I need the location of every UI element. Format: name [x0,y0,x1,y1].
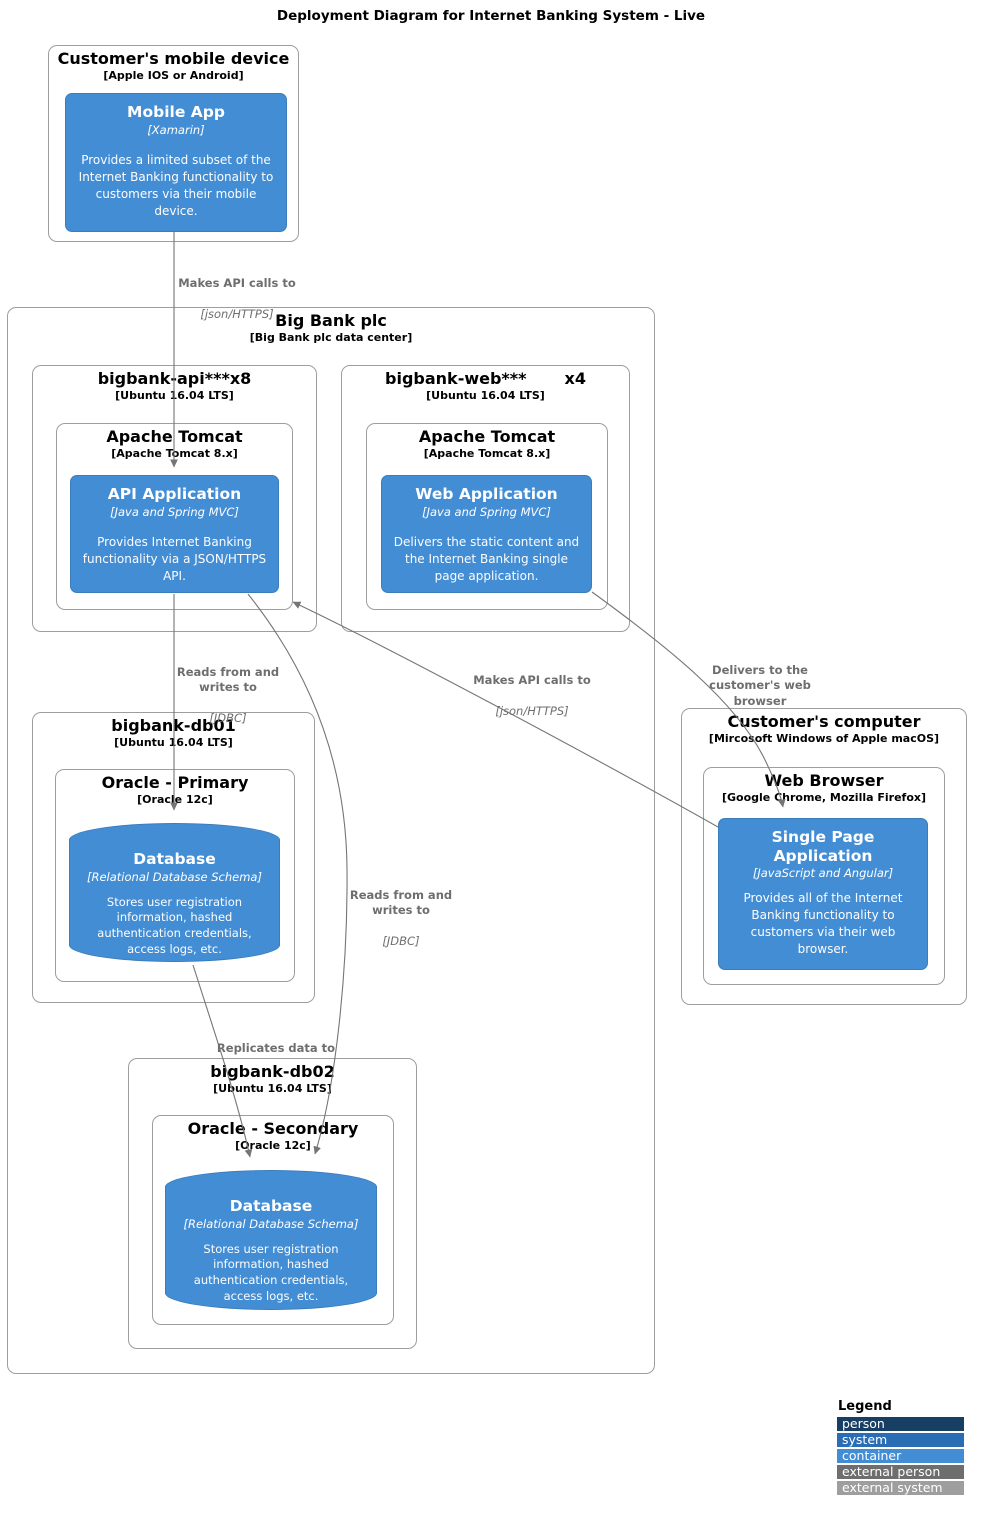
container-description: Provides all of the Internet Banking fun… [743,891,903,957]
node-type: [Ubuntu 16.04 LTS] [213,1082,332,1096]
container-description: Provides Internet Banking functionality … [82,534,267,583]
edge-label-technology: [JDBC] [382,933,420,948]
container-description: Delivers the static content and the Inte… [393,534,580,583]
node-type: [Apache Tomcat 8.x] [111,447,238,461]
node-type: [Apple IOS or Android] [103,69,244,83]
container-technology: [Java and Spring MVC] [110,504,239,519]
node-title: bigbank-web*** [385,369,527,388]
legend-item-external-system: external system [837,1481,964,1495]
container-single-page-application: Single Page Application [JavaScript and … [718,818,928,970]
database-description: Stores user registration information, ha… [97,894,252,957]
edge-label-text: Reads from and writes to [349,888,453,918]
container-technology: [Xamarin] [147,122,205,137]
container-title: Web Application [415,485,558,503]
node-type: [Ubuntu 16.04 LTS] [426,389,545,403]
legend: Legend person system container external … [837,1399,964,1497]
edge-label-text: Reads from and writes to [176,665,280,695]
edge-label-db01-to-db02: Replicates data to [201,1026,351,1072]
node-title: Apache Tomcat [106,427,243,446]
container-title: Single Page Application [771,828,875,865]
node-title: Customer's mobile device [57,49,290,68]
legend-item-container: container [837,1449,964,1463]
edge-label-spa-to-api: Makes API calls to [json/HTTPS] [457,658,607,734]
node-type: [Apache Tomcat 8.x] [423,447,551,461]
node-apache-tomcat-web: Apache Tomcat [Apache Tomcat 8.x] [366,423,608,610]
container-web-application: Web Application [Java and Spring MVC] De… [381,475,592,593]
legend-item-external-person: external person [837,1465,964,1479]
legend-title: Legend [838,1399,892,1414]
container-technology: [JavaScript and Angular] [752,866,894,881]
edge-label-technology: [json/HTTPS] [495,703,569,718]
database-technology: [Relational Database Schema] [87,869,262,884]
node-title: bigbank-api*** [97,369,230,388]
container-title: API Application [107,485,242,503]
edge-label-text: Replicates data to [216,1041,336,1056]
node-title: Oracle - Secondary [187,1119,359,1138]
container-api-application: API Application [Java and Spring MVC] Pr… [70,475,279,593]
node-big-bank-plc: Big Bank plc [Big Bank plc data center] [7,307,655,1374]
diagram-title: Deployment Diagram for Internet Banking … [276,8,706,24]
node-type: [Ubuntu 16.04 LTS] [115,389,234,403]
node-title: Big Bank plc [275,311,387,330]
container-title: Mobile App [127,103,225,121]
edge-label-api-to-db01: Reads from and writes to [JDBC] [168,650,288,741]
node-title: Apache Tomcat [418,427,556,446]
database-cylinder-secondary: Database [Relational Database Schema] St… [165,1170,377,1310]
container-technology: [Java and Spring MVC] [422,504,551,519]
node-type: [Oracle 12c] [235,1139,311,1153]
edge-label-mobile-to-api: Makes API calls to [json/HTTPS] [162,261,312,337]
node-type: [Oracle 12c] [137,793,213,807]
edge-label-text: Makes API calls to [178,276,296,291]
node-type: [Big Bank plc data center] [249,331,413,345]
edge-label-api-to-db02: Reads from and writes to [JDBC] [341,873,461,964]
edge-label-web-to-spa: Delivers to the customer's web browser [700,648,820,724]
node-instance-count: x8 [229,369,252,388]
edge-label-technology: [json/HTTPS] [200,306,274,321]
database-title: Database [229,1197,313,1215]
node-type: [Mircosoft Windows of Apple macOS] [708,732,940,746]
node-title: Oracle - Primary [101,773,249,792]
database-title: Database [133,850,216,868]
node-instance-count: x4 [564,369,586,388]
legend-item-person: person [837,1417,964,1431]
container-mobile-app: Mobile App [Xamarin] Provides a limited … [65,93,287,232]
database-description: Stores user registration information, ha… [193,1241,349,1304]
edge-label-technology: [JDBC] [209,710,247,725]
database-cylinder-primary: Database [Relational Database Schema] St… [69,823,280,962]
edge-label-text: Makes API calls to [473,673,591,688]
node-type: [Google Chrome, Mozilla Firefox] [721,791,927,805]
node-title: Web Browser [764,771,884,790]
edge-label-text: Delivers to the customer's web browser [709,663,811,708]
legend-item-system: system [837,1433,964,1447]
database-technology: [Relational Database Schema] [183,1216,359,1231]
container-description: Provides a limited subset of the Interne… [78,152,274,218]
